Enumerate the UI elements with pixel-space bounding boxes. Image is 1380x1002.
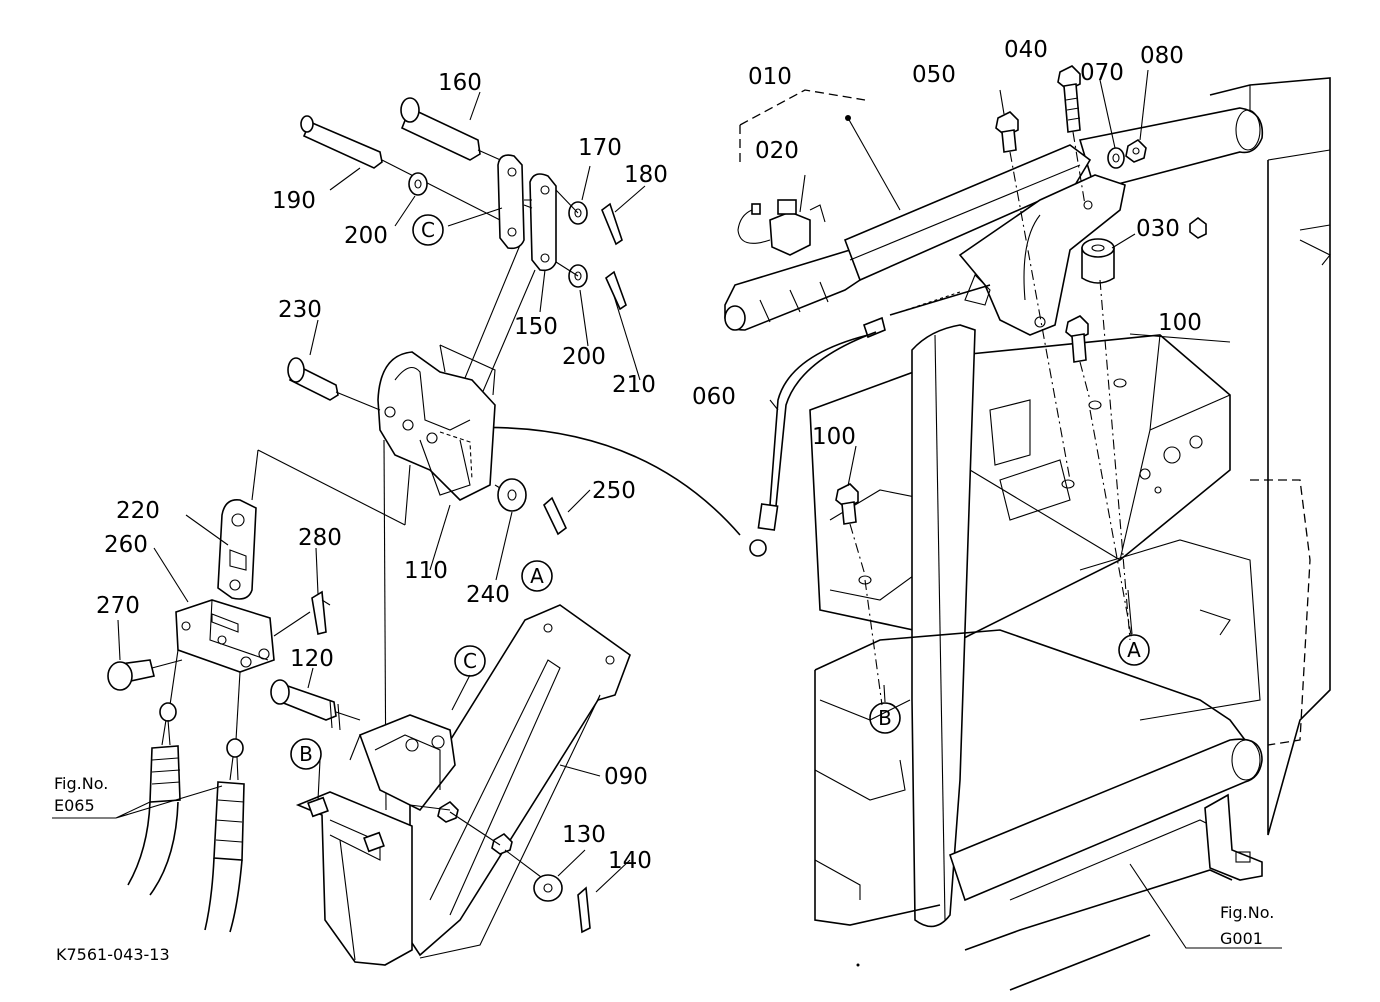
svg-text:A: A <box>1127 638 1141 662</box>
callout-210: 210 <box>612 372 656 398</box>
callout-080: 080 <box>1140 43 1184 69</box>
marker-a-left: A <box>521 560 553 592</box>
marker-c-upper: C <box>412 214 444 246</box>
callout-110: 110 <box>404 558 448 584</box>
callout-050: 050 <box>912 62 956 88</box>
callout-200-lower: 200 <box>562 344 606 370</box>
callout-030: 030 <box>1136 216 1180 242</box>
linkage-assembly <box>107 97 631 966</box>
leader-lines <box>115 69 1282 949</box>
fig-ref-e065-label: Fig.No. <box>54 774 108 793</box>
marker-c-lower: C <box>454 645 486 677</box>
callout-130: 130 <box>562 822 606 848</box>
callout-200-upper: 200 <box>344 223 388 249</box>
svg-text:B: B <box>299 742 313 766</box>
marker-b-right: B <box>869 702 901 734</box>
figure-references: Fig.No. E065 Fig.No. G001 K7561-043-13 <box>52 774 1274 964</box>
callout-190: 190 <box>272 188 316 214</box>
svg-text:B: B <box>878 706 892 730</box>
callout-280: 280 <box>298 525 342 551</box>
callout-020: 020 <box>755 138 799 164</box>
callout-090: 090 <box>604 764 648 790</box>
hardware-right <box>835 65 1207 706</box>
fig-ref-e065-value: E065 <box>54 796 95 815</box>
marker-b-left: B <box>290 738 322 770</box>
brake-lever-assembly <box>462 89 1126 557</box>
callout-220: 220 <box>116 498 160 524</box>
callout-240: 240 <box>466 582 510 608</box>
callout-labels: 010 020 030 040 050 060 070 080 090 100 … <box>96 37 1202 874</box>
svg-text:C: C <box>463 649 477 673</box>
svg-text:C: C <box>421 218 435 242</box>
fig-ref-g001-value: G001 <box>1220 929 1263 948</box>
callout-150: 150 <box>514 314 558 340</box>
diagram-id: K7561-043-13 <box>56 945 170 964</box>
callout-170: 170 <box>578 135 622 161</box>
callout-180: 180 <box>624 162 668 188</box>
callout-100-lower: 100 <box>812 424 856 450</box>
callout-040: 040 <box>1004 37 1048 63</box>
callout-250: 250 <box>592 478 636 504</box>
callout-260: 260 <box>104 532 148 558</box>
callout-120: 120 <box>290 646 334 672</box>
callout-060: 060 <box>692 384 736 410</box>
svg-text:A: A <box>530 564 544 588</box>
callout-230: 230 <box>278 297 322 323</box>
callout-070: 070 <box>1080 60 1124 86</box>
fig-ref-g001-label: Fig.No. <box>1220 903 1274 922</box>
marker-a-right: A <box>1118 634 1150 666</box>
callout-160: 160 <box>438 70 482 96</box>
callout-100-upper: 100 <box>1158 310 1202 336</box>
callout-140: 140 <box>608 848 652 874</box>
callout-270: 270 <box>96 593 140 619</box>
connection-markers: A A B B C C <box>290 214 1150 770</box>
frame-assembly <box>809 77 1331 991</box>
callout-010: 010 <box>748 64 792 90</box>
